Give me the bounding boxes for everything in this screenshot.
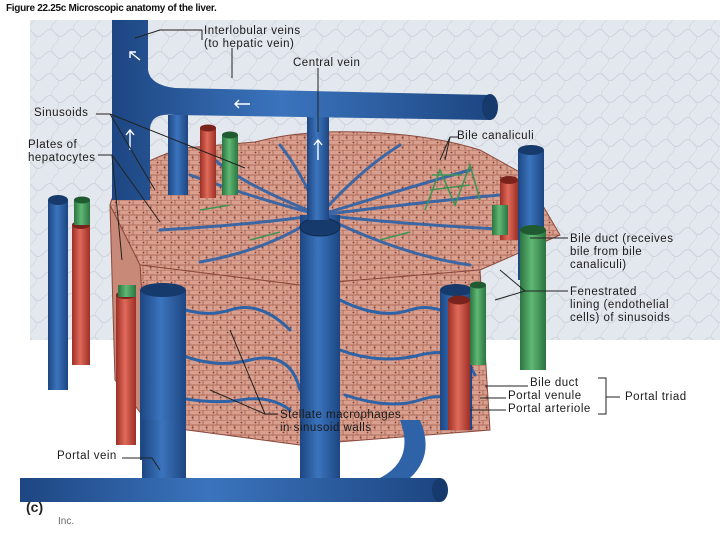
label-fenestrated-lining: Fenestrated lining (endothelial cells) o… bbox=[570, 286, 670, 325]
leader-lines bbox=[96, 29, 620, 471]
label-stellate-line2: in sinusoid walls bbox=[280, 422, 372, 434]
label-portal-vein: Portal vein bbox=[57, 450, 117, 462]
label-bile-duct-receives-line2: bile from bile bbox=[570, 246, 643, 258]
label-bile-duct-receives-line3: canaliculi) bbox=[570, 259, 627, 271]
portal-vein-end bbox=[432, 478, 448, 502]
front-right-portal-triad bbox=[440, 281, 486, 430]
central-vein bbox=[300, 215, 340, 445]
label-plates-of-hepatocytes: Plates of hepatocytes bbox=[28, 139, 96, 165]
interlobular-vein-end bbox=[482, 94, 498, 120]
label-portal-venule: Portal venule bbox=[508, 390, 582, 402]
label-bile-duct-receives-line1: Bile duct (receives bbox=[570, 233, 674, 245]
portal-vein-branch-right bbox=[380, 420, 426, 478]
bile-canaliculi-network bbox=[199, 162, 481, 241]
label-interlobular-veins: Interlobular veins (to hepatic vein) bbox=[204, 25, 301, 51]
left-portal-triad bbox=[48, 195, 90, 390]
figure-credit: Inc. bbox=[58, 516, 75, 527]
figure-title: Figure 22.25c Microscopic anatomy of the… bbox=[6, 3, 217, 14]
label-interlobular-veins-line2: (to hepatic vein) bbox=[204, 38, 295, 50]
left-portal-triad-2 bbox=[200, 124, 238, 198]
label-plates-line1: Plates of bbox=[28, 139, 78, 151]
portal-vein bbox=[20, 478, 440, 502]
label-fenestrated-line3: cells) of sinusoids bbox=[570, 312, 671, 324]
label-fenestrated-line2: lining (endothelial bbox=[570, 299, 670, 311]
label-bile-duct-receives: Bile duct (receives bile from bile canal… bbox=[570, 233, 673, 272]
label-stellate-macrophages: Stellate macrophages in sinusoid walls bbox=[280, 409, 401, 435]
central-vein-riser bbox=[307, 105, 329, 220]
label-stellate-line1: Stellate macrophages bbox=[280, 409, 402, 421]
label-sinusoids: Sinusoids bbox=[34, 107, 89, 119]
label-central-vein: Central vein bbox=[293, 57, 361, 69]
branch-vein-left bbox=[168, 115, 188, 195]
central-vein-opening bbox=[299, 217, 341, 237]
label-portal-arteriole: Portal arteriole bbox=[508, 403, 591, 415]
portal-vein-branch-left-riser bbox=[142, 420, 186, 478]
interlobular-vein-main bbox=[112, 20, 490, 200]
label-interlobular-veins-line1: Interlobular veins bbox=[204, 25, 301, 37]
portal-vein-branch-center bbox=[300, 440, 340, 478]
label-portal-triad: Portal triad bbox=[625, 391, 687, 403]
right-portal-triad bbox=[492, 145, 546, 370]
label-fenestrated-line1: Fenestrated bbox=[570, 286, 637, 298]
label-plates-line2: hepatocytes bbox=[28, 152, 96, 164]
label-bile-canaliculi: Bile canaliculi bbox=[457, 130, 535, 142]
label-bile-duct: Bile duct bbox=[530, 377, 579, 389]
figure-part-label: (c) bbox=[26, 499, 44, 515]
